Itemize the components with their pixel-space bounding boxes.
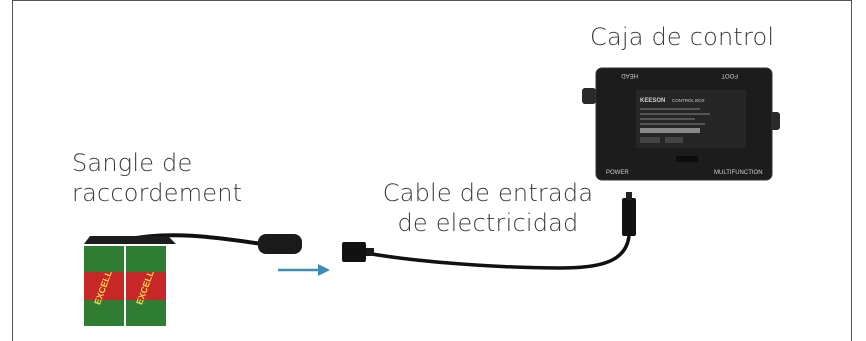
cable-label-line1: Cable de entrada bbox=[382, 179, 594, 207]
control-box: KEESON CONTROL BOX HEAD FOOT POWER MULTI… bbox=[582, 67, 780, 181]
control-box-head-port: HEAD bbox=[621, 72, 638, 78]
battery-left: EXCELL bbox=[84, 246, 124, 326]
strap-label-line2: raccordement bbox=[72, 179, 243, 207]
control-box-label: Caja de control bbox=[590, 22, 774, 52]
control-box-foot-port: FOOT bbox=[721, 72, 738, 78]
control-box-brand: KEESON bbox=[640, 98, 665, 104]
strap-clip bbox=[84, 236, 176, 244]
power-cable-wire bbox=[371, 235, 631, 270]
power-cable bbox=[342, 192, 636, 270]
battery-right: EXCELL bbox=[126, 246, 166, 326]
barcode bbox=[640, 128, 700, 133]
battery-strap: EXCELL EXCELL bbox=[84, 233, 302, 326]
control-box-port-slot bbox=[676, 156, 698, 162]
cable-label-line2: de electricidad bbox=[397, 209, 579, 237]
diagram-frame bbox=[12, 0, 852, 341]
power-cable-plug bbox=[622, 198, 636, 236]
control-box-multifunction-port: MULTIFUNCTION bbox=[714, 170, 763, 176]
cable-label: Cable de entrada de electricidad bbox=[368, 178, 608, 238]
strap-connector bbox=[258, 234, 302, 254]
strap-label-line1: Sangle de bbox=[72, 149, 193, 177]
control-box-power-port: POWER bbox=[606, 170, 629, 176]
control-box-model: CONTROL BOX bbox=[672, 98, 705, 103]
strap-label: Sangle de raccordement bbox=[72, 148, 272, 208]
power-cable-connector bbox=[342, 242, 366, 262]
control-box-left-tab bbox=[582, 88, 596, 104]
connection-arrow bbox=[278, 264, 330, 276]
control-box-label-text: Caja de control bbox=[590, 23, 775, 51]
